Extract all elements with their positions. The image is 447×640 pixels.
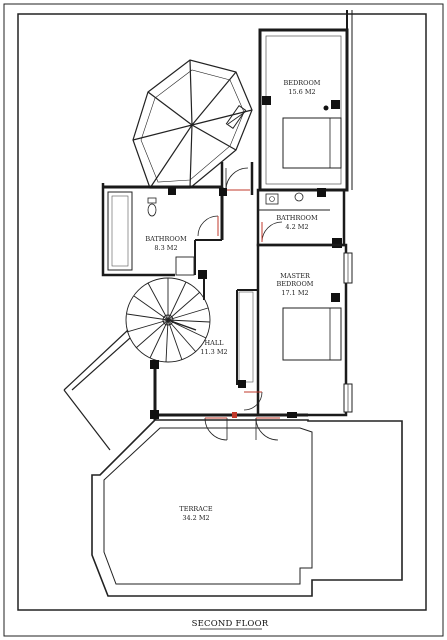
column: [262, 96, 271, 105]
room-area-terrace: 34.2 M2: [182, 514, 209, 522]
room-area-master-bedroom: 17.1 M2: [281, 289, 308, 297]
left-balcony-edge: [63, 329, 131, 451]
terrace-doors: [204, 412, 297, 441]
column: [150, 360, 159, 369]
room-name-bathroom-left: BATHROOM: [145, 235, 187, 243]
room-area-hall: 11.3 M2: [200, 348, 227, 356]
column: [331, 100, 340, 109]
room-name-hall: HALL: [205, 339, 225, 347]
room-name-bedroom: BEDROOM: [284, 79, 321, 87]
drawing-caption: SECOND FLOOR: [192, 619, 269, 629]
column: [332, 238, 342, 248]
bedroom-bed: [282, 105, 342, 169]
room-name-bathroom-right: BATHROOM: [276, 214, 318, 222]
drawing-frame: [17, 13, 427, 611]
room-name-terrace: TERRACE: [179, 505, 213, 513]
room-name-master-bedroom: MASTER: [280, 272, 311, 280]
master-bedroom-walls: [236, 243, 353, 417]
upper-corridor: [220, 162, 254, 195]
room-area-bathroom-right: 4.2 M2: [285, 223, 308, 231]
column: [331, 293, 340, 302]
column: [219, 188, 227, 196]
bay-roof: [132, 59, 253, 189]
column: [150, 410, 159, 419]
spiral-stair: [125, 277, 211, 363]
room-name-master-bedroom-2: BEDROOM: [277, 280, 314, 288]
column: [317, 188, 326, 197]
bathroom-left-walls: [101, 183, 224, 277]
caption-box: [18, 612, 426, 634]
column: [238, 380, 246, 388]
terrace: [91, 410, 403, 597]
column: [168, 187, 176, 195]
column: [198, 270, 207, 279]
sheet-border: [3, 3, 444, 637]
room-area-bathroom-left: 8.3 M2: [154, 244, 177, 252]
room-area-bedroom: 15.6 M2: [288, 88, 315, 96]
